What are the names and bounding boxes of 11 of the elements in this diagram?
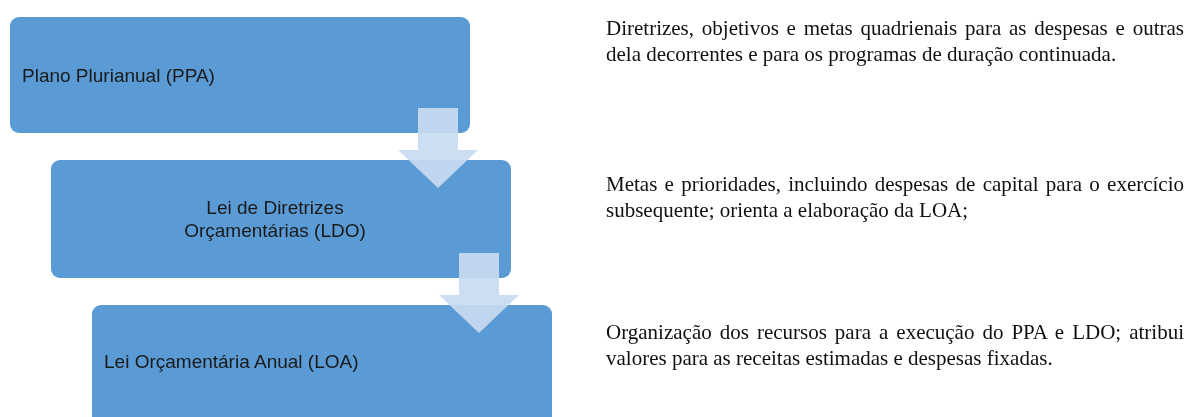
box-label: Lei de Diretrizes Orçamentárias (LDO) xyxy=(183,196,367,242)
box-label: Lei Orçamentária Anual (LOA) xyxy=(104,349,359,373)
down-block-arrow xyxy=(398,108,478,188)
description-text: Metas e prioridades, incluindo despesas de capital para o exercício subsequente; orienta a elaboração da LOA; xyxy=(606,171,1184,223)
process-box xyxy=(92,305,552,417)
description-text: Organização dos recursos para a execução do PPA e LDO; atribui valores para as receitas estimadas e despesas fixadas. xyxy=(606,319,1184,371)
down-block-arrow xyxy=(439,253,519,333)
description-text: Diretrizes, objetivos e metas quadrienais para as despesas e outras dela decorrentes e para os programas de duração continuada. xyxy=(606,15,1184,67)
box-label: Plano Plurianual (PPA) xyxy=(22,63,215,87)
process-box xyxy=(10,17,470,133)
process-box xyxy=(51,160,511,278)
